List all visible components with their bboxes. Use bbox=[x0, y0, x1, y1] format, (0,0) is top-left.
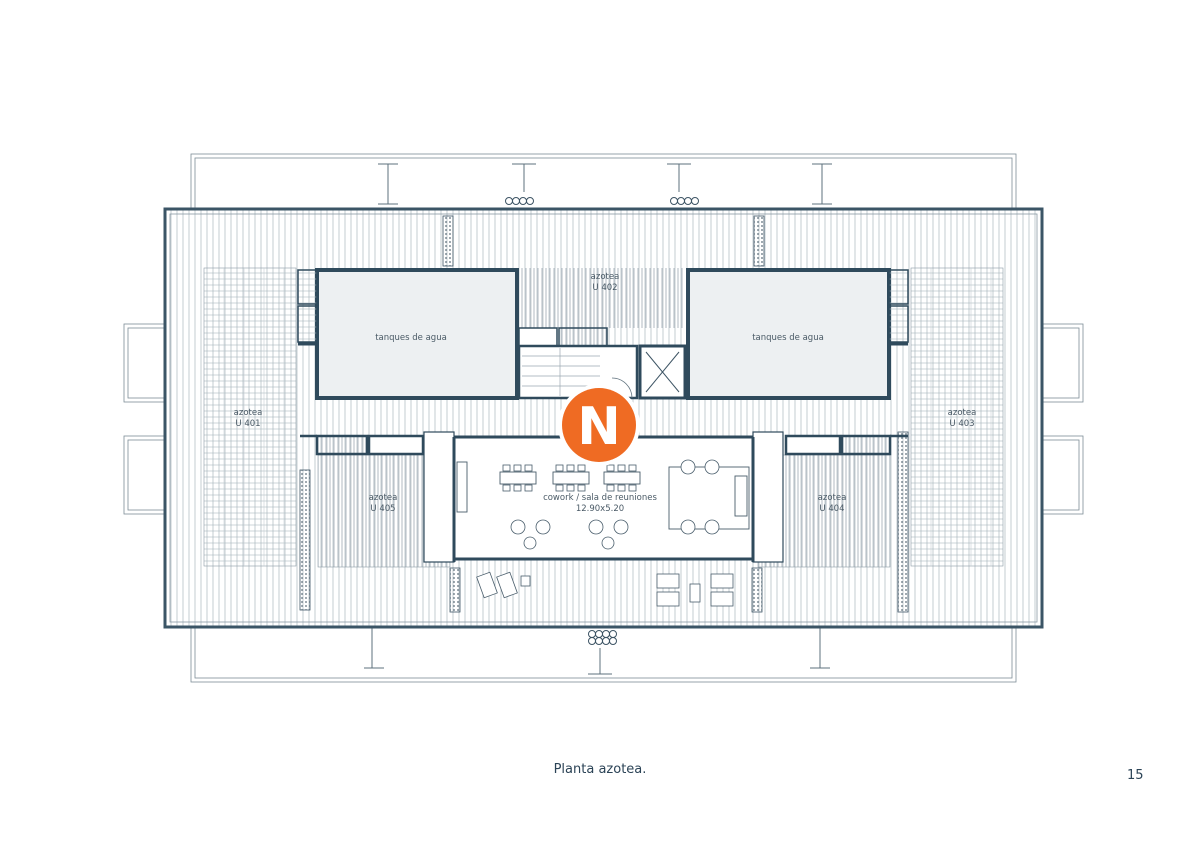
azotea-u404-label: azotea bbox=[818, 493, 847, 503]
north-marker: N bbox=[558, 384, 640, 466]
room-labels: tanques de agua tanques de agua azotea U… bbox=[234, 272, 977, 514]
azotea-u404-unit: U 404 bbox=[819, 504, 844, 514]
stair-core bbox=[517, 268, 687, 400]
azotea-u402-label: azotea bbox=[591, 272, 620, 282]
azotea-u403-label: azotea bbox=[948, 408, 977, 418]
water-tank-room-left bbox=[297, 268, 519, 400]
tank-right-label: tanques de agua bbox=[752, 333, 824, 343]
planters bbox=[299, 215, 909, 613]
water-tank-room-right bbox=[686, 268, 909, 400]
azotea-u405-unit: U 405 bbox=[370, 504, 395, 514]
page-number: 15 bbox=[1127, 768, 1144, 783]
azotea-u403-unit: U 403 bbox=[949, 419, 974, 429]
structural-supports bbox=[364, 163, 832, 675]
plan-caption: Planta azotea. bbox=[553, 762, 647, 777]
tank-left-label: tanques de agua bbox=[375, 333, 447, 343]
azotea-u402-unit: U 402 bbox=[592, 283, 617, 293]
north-letter: N bbox=[577, 397, 621, 457]
unit-partitions bbox=[300, 434, 908, 456]
azotea-u405-label: azotea bbox=[369, 493, 398, 503]
azotea-u401-unit: U 401 bbox=[235, 419, 260, 429]
cowork-dimensions: 12.90x5.20 bbox=[576, 504, 624, 514]
azotea-u401-label: azotea bbox=[234, 408, 263, 418]
cowork-label: cowork / sala de reuniones bbox=[543, 493, 657, 503]
sun-loungers bbox=[476, 571, 734, 607]
pipe-bundles bbox=[505, 197, 699, 645]
